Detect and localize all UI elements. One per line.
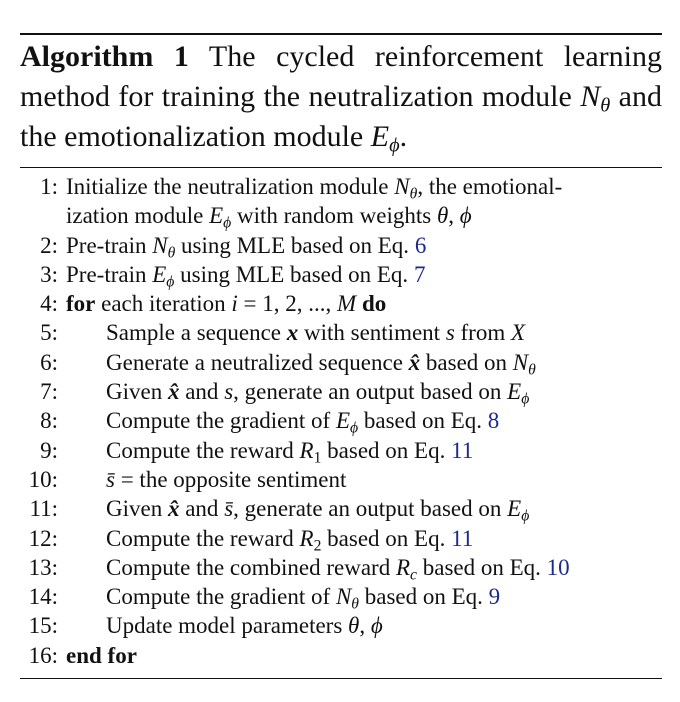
line-number: 14: (28, 584, 58, 610)
equation-link[interactable]: 9 (488, 584, 501, 610)
algorithm-line: 15: Update model parameters θ, ϕ (20, 611, 662, 640)
algorithm-lines: 1: Initialize the neutralization module … (20, 168, 662, 670)
line-number: 15: (28, 613, 58, 639)
line-number: 5: (40, 320, 58, 346)
line-number: 3: (40, 261, 58, 287)
caption-rule (20, 167, 662, 168)
keyword-end-for: end for (66, 642, 137, 668)
top-rule (20, 33, 662, 35)
line-number: 7: (40, 379, 58, 405)
algorithm-line: 2: Pre-train Nθ using MLE based on Eq. 6 (20, 231, 662, 261)
line-number: 4: (40, 291, 58, 317)
algorithm-line: 14: Compute the gradient of Nθ based on … (20, 582, 662, 612)
algorithm-line: 7: Given x̂ and s, generate an output ba… (20, 377, 662, 407)
algorithm-line: 12: Compute the reward R2 based on Eq. 1… (20, 524, 662, 554)
algorithm-line: 5: Sample a sequence x with sentiment s … (20, 318, 662, 347)
equation-link[interactable]: 11 (451, 525, 474, 551)
line-number: 10: (28, 466, 58, 492)
algorithm-block: Algorithm 1 The cycled reinforcement lea… (20, 33, 662, 680)
line-number: 12: (28, 525, 58, 551)
algorithm-line: 6: Generate a neutralized sequence x̂ ba… (20, 348, 662, 378)
algorithm-line: 11: Given x̂ and s̄, generate an output … (20, 494, 662, 524)
line-number: 2: (40, 232, 58, 258)
line-number: 11: (29, 496, 58, 522)
algorithm-line: 13: Compute the combined reward Rc based… (20, 553, 662, 583)
equation-link[interactable]: 11 (451, 437, 474, 463)
line-number: 8: (40, 408, 58, 434)
bottom-rule (20, 678, 662, 680)
equation-link[interactable]: 6 (414, 232, 427, 258)
algorithm-line: 3: Pre-train Eϕ using MLE based on Eq. 7 (20, 260, 662, 290)
algorithm-line: 4: for each iteration i = 1, 2, ..., M d… (20, 289, 662, 318)
algorithm-label: Algorithm 1 (20, 40, 189, 73)
equation-link[interactable]: 10 (546, 554, 570, 580)
line-number: 1: (40, 174, 58, 199)
keyword-do: do (361, 291, 387, 317)
line-number: 9: (40, 437, 58, 463)
algorithm-line: 16: end for (20, 641, 662, 670)
keyword-for: for (66, 291, 96, 317)
algorithm-line: 10: s̄ = the opposite sentiment (20, 465, 662, 494)
line-number: 6: (40, 349, 58, 375)
algorithm-caption: Algorithm 1 The cycled reinforcement lea… (20, 40, 662, 157)
algorithm-line: 8: Compute the gradient of Eϕ based on E… (20, 406, 662, 436)
line-number: 16: (28, 642, 58, 668)
line-number: 13: (28, 554, 58, 580)
equation-link[interactable]: 8 (487, 408, 500, 434)
algorithm-line: 1: Initialize the neutralization module … (20, 172, 662, 231)
algorithm-line: 9: Compute the reward R1 based on Eq. 11 (20, 436, 662, 466)
equation-link[interactable]: 7 (413, 261, 426, 287)
